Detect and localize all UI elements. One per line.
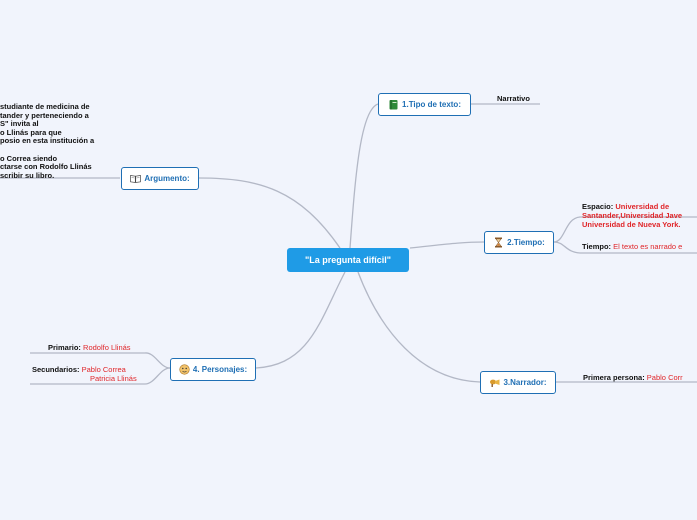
central-topic[interactable]: "La pregunta difícil" (287, 248, 409, 272)
central-topic-label: "La pregunta difícil" (304, 255, 392, 265)
narrador-label: Primera persona: (583, 373, 645, 382)
face-icon (179, 364, 190, 375)
topic-label: 3.Narrador: (503, 378, 547, 387)
topic-narrador[interactable]: 3.Narrador: (480, 371, 556, 394)
espacio-value-line3: Universidad de Nueva York. (582, 220, 681, 229)
argumento-line: S" invita al (0, 119, 39, 129)
tiempo-label: Tiempo: (582, 242, 612, 251)
topic-label: Argumento: (144, 174, 190, 183)
argumento-line: ctarse con Rodolfo Llinás (0, 162, 92, 172)
secundarios-value1: Pablo Correa (81, 365, 126, 374)
hourglass-icon (493, 237, 504, 248)
espacio-entry: Espacio: Universidad de Santander,Univer… (582, 202, 682, 229)
topic-argumento[interactable]: Argumento: (121, 167, 199, 190)
topic-label: 4. Personajes: (192, 365, 248, 374)
tiempo-value: El texto es narrado e (613, 242, 683, 251)
topic-label: 1.Tipo de texto: (402, 100, 461, 109)
tiempo-entry: Tiempo: El texto es narrado e (582, 242, 682, 251)
argumento-line: scribir su libro. (0, 170, 55, 180)
espacio-value-line1: Universidad de (615, 202, 670, 211)
primario-label: Primario: (48, 343, 81, 352)
topic-label: 2.Tiempo: (507, 238, 545, 247)
argumento-line: o Llinás para que (0, 127, 62, 137)
argumento-line: posio en esta institución a (0, 136, 95, 146)
argumento-text: studiante de medicina de tander y perten… (0, 102, 95, 180)
tipo-value: Narrativo (497, 94, 530, 103)
topic-tipo-de-texto[interactable]: 1.Tipo de texto: (378, 93, 471, 116)
narrador-entry: Primera persona: Pablo Corr (583, 373, 683, 382)
book-icon (388, 99, 399, 110)
open-book-icon (130, 173, 142, 184)
topic-tiempo[interactable]: 2.Tiempo: (484, 231, 554, 254)
narrator-icon (489, 377, 500, 388)
secundarios-value2: Patricia Llinás (90, 374, 137, 383)
espacio-label: Espacio: (582, 202, 614, 211)
topic-personajes[interactable]: 4. Personajes: (170, 358, 256, 381)
secundarios-entry: Secundarios: Pablo Correa Patricia Lliná… (32, 365, 137, 383)
primario-value: Rodolfo Llinás (83, 343, 131, 352)
espacio-value-line2: Santander,Universidad Jave (582, 211, 683, 220)
argumento-line: o Correa siendo (0, 153, 58, 163)
argumento-line: tander y perteneciendo a (0, 110, 89, 120)
narrador-value: Pablo Corr (646, 373, 683, 382)
argumento-line: studiante de medicina de (0, 102, 90, 111)
secundarios-label: Secundarios: (32, 365, 80, 374)
primario-entry: Primario: Rodolfo Llinás (48, 343, 131, 352)
